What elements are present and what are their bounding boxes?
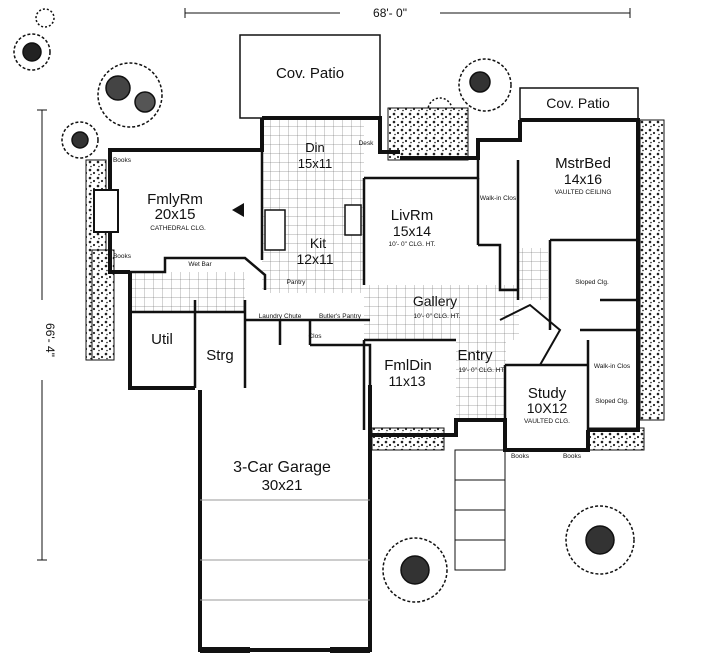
din-size: 15x11 (298, 156, 332, 171)
wet-bar-label: Wet Bar (188, 261, 212, 268)
study-label: Study (528, 385, 567, 402)
walkway (454, 449, 506, 571)
din-label: Din (305, 140, 325, 155)
kit-size: 12x11 (296, 251, 333, 267)
mstrbed-note: VAULTED CEILING (555, 189, 612, 196)
garage-divisions (200, 499, 370, 601)
clos-label: Clos (308, 333, 322, 340)
sloped-clg-bottom: Sloped Clg. (595, 398, 629, 405)
cov-patio-right-outline (519, 87, 639, 121)
cov-patio-left-outline (239, 34, 381, 119)
kit-label: Kit (310, 235, 326, 251)
strg-label: Strg (206, 347, 234, 364)
livrm-note: 10'- 0" CLG. HT. (389, 241, 436, 248)
mstrbed-size: 14x16 (564, 171, 602, 187)
gallery-note: 10'- 0" CLG. HT. (414, 313, 461, 320)
walk-in-clos-bottom: Walk-in Clos (594, 363, 631, 370)
kitchen-island (264, 209, 286, 251)
width-dimension: 68'- 0" (373, 6, 407, 20)
planter-front-left (371, 427, 445, 451)
entry-label: Entry (457, 347, 493, 364)
interior-walls (130, 140, 638, 450)
livrm-size: 15x14 (393, 223, 431, 239)
livrm-label: LivRm (391, 207, 434, 224)
fireplace (93, 189, 119, 233)
fmldin-size: 11x13 (388, 373, 425, 389)
books-study-left: Books (511, 453, 530, 460)
mstrbed-label: MstrBed (555, 155, 611, 172)
shrub-bottom-center (382, 537, 448, 603)
hedge-left-lower (91, 249, 115, 361)
pantry-label: Pantry (287, 279, 307, 286)
cov-patio-left-label: Cov. Patio (276, 65, 344, 82)
entry-note: 19'- 0" CLG. HT. (459, 367, 506, 374)
util-label: Util (151, 331, 173, 348)
fmlyrm-size: 20x15 (155, 206, 196, 223)
fmlyrm-note: CATHEDRAL CLG. (150, 225, 206, 232)
books-study-right: Books (563, 453, 582, 460)
fireplace-arrow (232, 203, 244, 217)
walk-in-clos-top: Walk-in Clos (480, 195, 517, 202)
shrub-bottom-right (565, 505, 635, 575)
depth-dimension: 66'- 4" (43, 323, 57, 357)
garage-label: 3-Car Garage (233, 459, 331, 476)
desk-label: Desk (359, 140, 375, 147)
butlers-pantry-label: Butler's Pantry (319, 313, 362, 320)
study-size: 10X12 (527, 400, 568, 416)
shrub-left-large (61, 62, 163, 159)
hedge-patio (387, 107, 469, 161)
garage-size: 30x21 (262, 477, 303, 494)
books-fam-bottom: Books (113, 253, 132, 260)
hedge-right (639, 119, 665, 421)
shrub-top-left (13, 8, 55, 71)
books-fam-top: Books (113, 157, 132, 164)
gallery-label: Gallery (413, 293, 457, 309)
laundry-chute-label: Laundry Chute (259, 313, 302, 320)
tiled-floors (130, 118, 548, 420)
study-note: VAULTED CLG. (524, 418, 570, 425)
sloped-clg-top: Sloped Clg. (575, 279, 609, 286)
fmldin-label: FmlDin (384, 357, 432, 374)
fmlyrm-label: FmlyRm (147, 191, 203, 208)
cov-patio-right-label: Cov. Patio (546, 95, 610, 111)
